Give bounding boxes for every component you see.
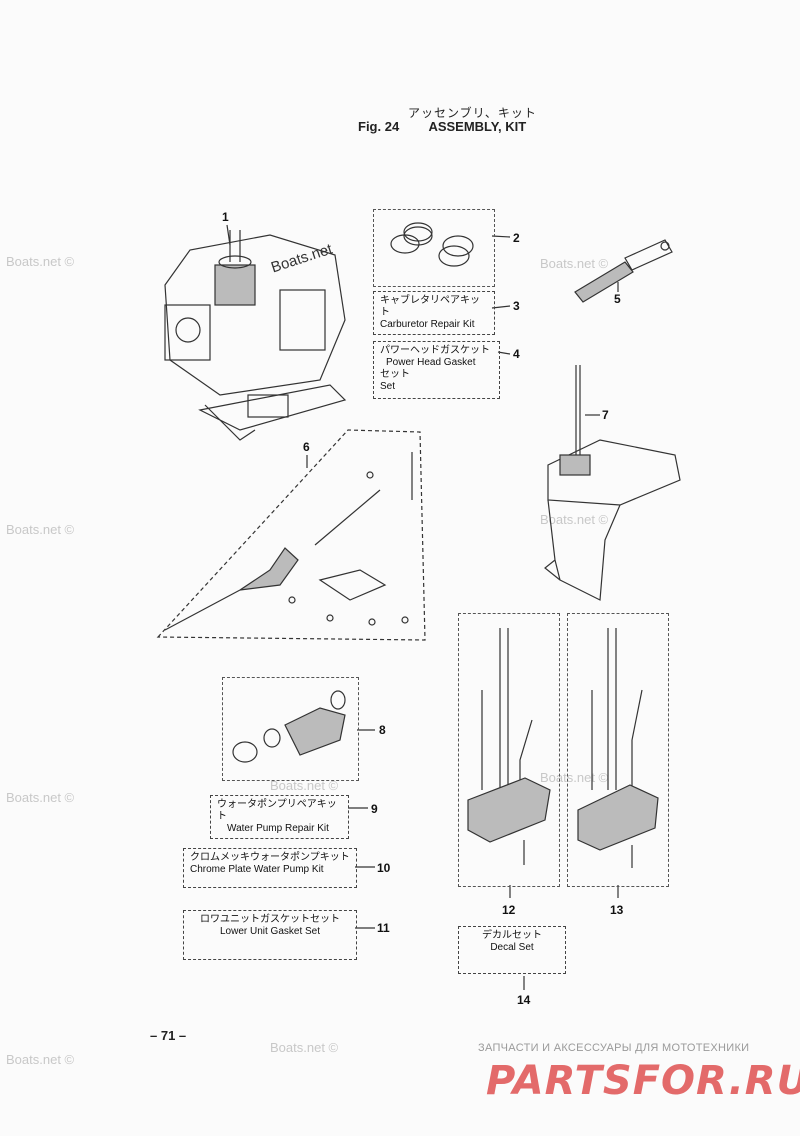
water-pump-box [222, 677, 359, 781]
watermark: Boats.net © [6, 522, 75, 537]
power-head-drawing [164, 230, 347, 441]
watermark: Boats.net © [6, 1052, 75, 1067]
watermark: Boats.net © [540, 512, 609, 527]
part-number-8: 8 [379, 723, 386, 737]
part-number-5: 5 [614, 292, 621, 306]
kit-label-jp: デカルセット [482, 930, 542, 941]
water-pump-repair-kit-label: ウォータポンプリペアキット Water Pump Repair Kit [210, 795, 349, 839]
tiller-grip-drawing [574, 239, 673, 303]
driveshaft-13-box [567, 613, 669, 887]
figure-title: Fig. 24 ASSEMBLY, KIT [358, 119, 526, 134]
part-number-7: 7 [602, 408, 609, 422]
figure-name: ASSEMBLY, KIT [428, 119, 527, 134]
page-number: – 71 – [150, 1028, 187, 1043]
part-number-9: 9 [371, 802, 378, 816]
part-number-6: 6 [303, 440, 310, 454]
watermark: Boats.net © [540, 770, 609, 785]
kit-label-en-2: Set [380, 381, 396, 392]
brand-logo: PARTSFOR.RU [486, 1058, 800, 1104]
kit-label-en: Carburetor Repair Kit [380, 319, 475, 330]
figure-label: Fig. 24 [358, 119, 400, 134]
part-number-1: 1 [222, 210, 229, 224]
piston-rings-drawing [390, 222, 474, 267]
kit-label-jp: ウォータポンプリペアキット [217, 799, 337, 822]
part-number-3: 3 [513, 299, 520, 313]
kit-label-jp: クロムメッキウォータポンプキット [190, 852, 350, 863]
kit-label-jp: キャブレタリペアキット [380, 295, 480, 318]
part-number-14: 14 [517, 993, 531, 1007]
chrome-plate-water-pump-kit-label: クロムメッキウォータポンプキット Chrome Plate Water Pump… [183, 848, 357, 888]
driveshaft-12-box [458, 613, 560, 887]
kit-label-en: Water Pump Repair Kit [227, 823, 329, 834]
title-japanese: アッセンブリ、キット [408, 106, 537, 120]
part-number-10: 10 [377, 861, 391, 875]
kit-label-jp: ロワユニットガスケットセット [200, 914, 340, 925]
kit-label-jp-2: セット [380, 369, 410, 380]
lower-unit-drawing [544, 365, 681, 601]
part-number-2: 2 [513, 231, 520, 245]
lower-unit-gasket-set-label: ロワユニットガスケットセット Lower Unit Gasket Set [183, 910, 357, 960]
carburetor-repair-kit-label: キャブレタリペアキット Carburetor Repair Kit [373, 291, 495, 335]
driveshaft-12-drawing [467, 628, 551, 865]
part-number-13: 13 [610, 903, 624, 917]
driveshaft-13-drawing [577, 628, 659, 868]
linkage-drawing [156, 429, 426, 641]
kit-label-en: Lower Unit Gasket Set [219, 926, 321, 937]
part-number-11: 11 [377, 921, 390, 935]
watermark: Boats.net © [6, 254, 75, 269]
decal-set-label: デカルセット Decal Set [458, 926, 566, 974]
piston-ring-box [373, 209, 495, 287]
water-pump-drawing [232, 690, 346, 763]
kit-label-jp: パワーヘッドガスケット [380, 345, 490, 356]
watermark: Boats.net © [270, 778, 339, 793]
footer-tagline: ЗАПЧАСТИ И АКСЕССУАРЫ ДЛЯ МОТОТЕХНИКИ [478, 1042, 750, 1054]
leader-lines [226, 224, 619, 990]
part-number-12: 12 [502, 903, 516, 917]
part-number-4: 4 [513, 347, 520, 361]
power-head-gasket-set-label: パワーヘッドガスケット Power Head Gasket セット Set [373, 341, 500, 399]
watermark: Boats.net © [540, 256, 609, 271]
watermark: Boats.net © [6, 790, 75, 805]
watermark: Boats.net © [270, 1040, 339, 1055]
kit-label-en: Decal Set [490, 942, 534, 953]
kit-label-en: Power Head Gasket [386, 357, 476, 368]
kit-label-en: Chrome Plate Water Pump Kit [190, 864, 324, 875]
